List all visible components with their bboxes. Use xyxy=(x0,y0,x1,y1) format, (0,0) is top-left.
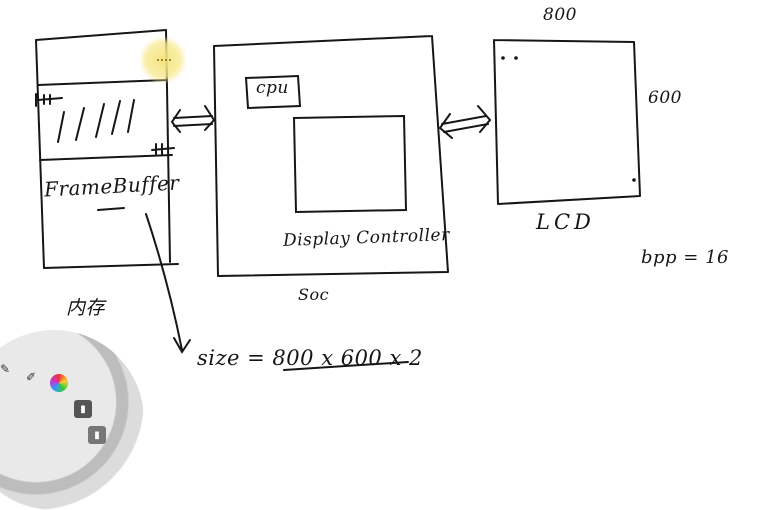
cpu-label: cpu xyxy=(256,78,289,98)
size-formula-underline xyxy=(283,361,409,371)
size-formula: size = 800 x 600 x 2 xyxy=(197,346,423,370)
tool-slot-icon[interactable]: ▮ xyxy=(88,426,106,444)
soc-label: Soc xyxy=(298,285,330,304)
lcd-pixel-dots xyxy=(501,56,636,182)
lcd-label: LCD xyxy=(536,210,595,234)
memory-block xyxy=(35,29,179,269)
soc-block xyxy=(213,35,449,277)
eraser-icon[interactable]: ▮ xyxy=(74,400,92,418)
arrow-soc-lcd xyxy=(438,105,492,139)
memory-label: 内存 xyxy=(66,297,106,319)
pen-icon[interactable]: ✎ xyxy=(0,362,11,376)
arrow-framebuffer-size xyxy=(145,213,191,354)
lcd-height-label: 600 xyxy=(648,88,682,108)
arrow-memory-soc xyxy=(170,105,216,133)
lcd-width-label: 800 xyxy=(543,5,577,25)
color-wheel-icon[interactable]: ● xyxy=(50,374,68,392)
lcd-block xyxy=(493,39,641,205)
brush-icon[interactable]: ✐ xyxy=(25,370,37,384)
bpp-label: bpp = 16 xyxy=(641,247,729,268)
whiteboard-canvas xyxy=(35,29,641,371)
